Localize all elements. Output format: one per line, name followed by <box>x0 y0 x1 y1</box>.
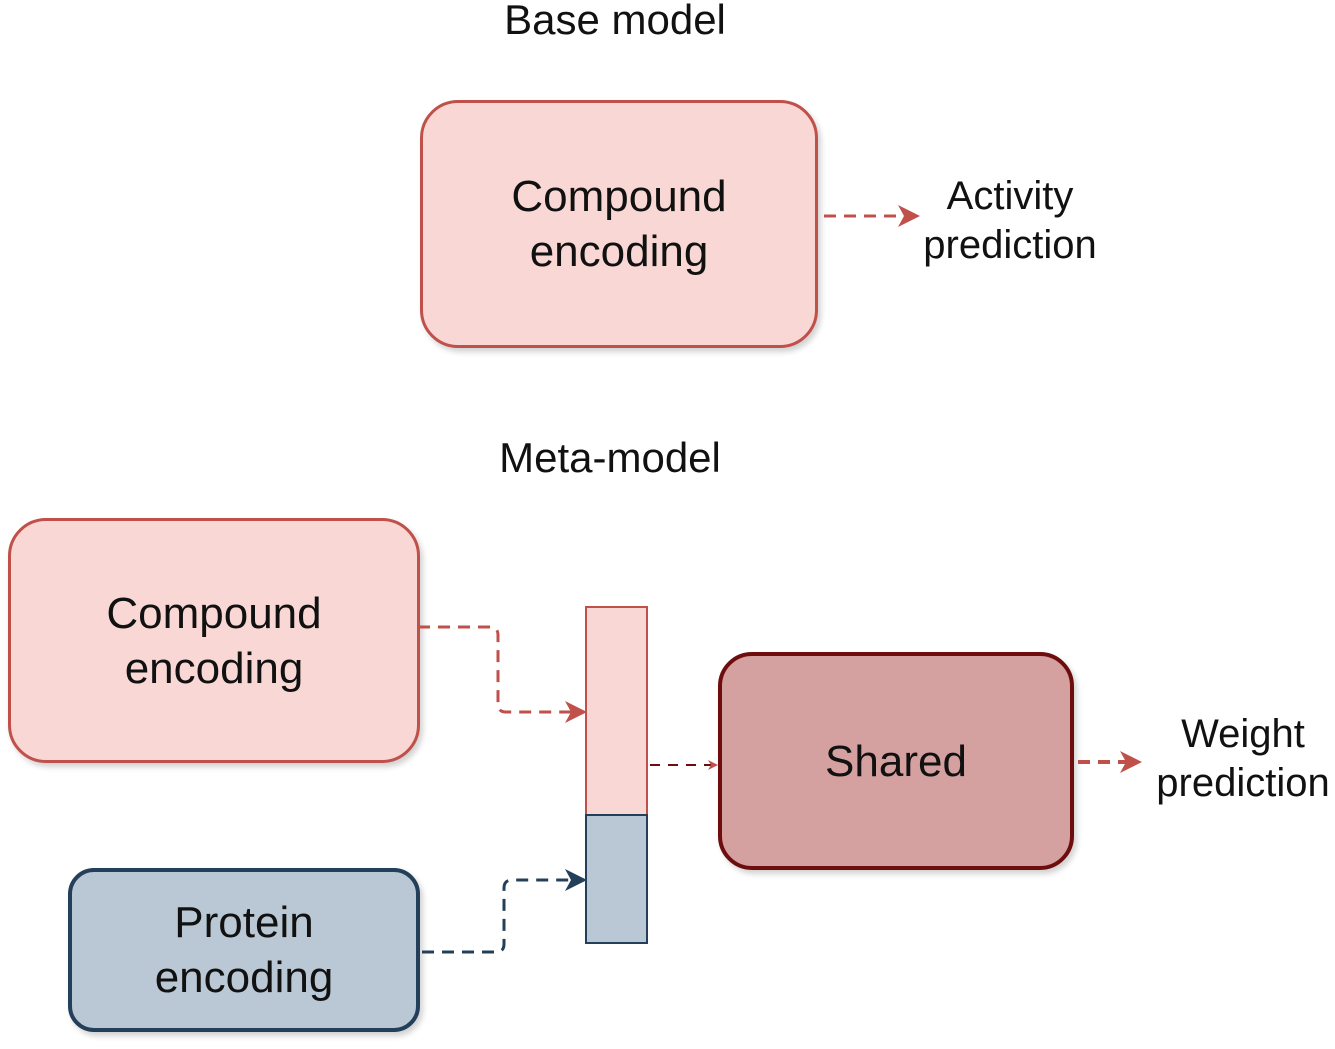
meta-compound-encoding-box: Compound encoding <box>8 518 420 763</box>
protein-label-line2: encoding <box>154 953 334 1002</box>
protein-label-line1: Protein <box>174 898 314 947</box>
activity-prediction-line2: prediction <box>923 222 1097 267</box>
base-model-title: Base model <box>504 0 726 43</box>
base-compound-label-line1: Compound <box>511 172 727 221</box>
meta-model-title: Meta-model <box>499 434 721 481</box>
activity-prediction-label: Activity prediction <box>910 172 1110 270</box>
weight-prediction-line2: prediction <box>1156 760 1330 805</box>
meta-compound-label-line2: encoding <box>124 643 304 693</box>
weight-prediction-line1: Weight <box>1181 712 1305 756</box>
activity-prediction-line1: Activity <box>946 174 1074 218</box>
arrow-compound-to-vector <box>418 625 587 723</box>
meta-compound-label-line1: Compound <box>106 588 322 638</box>
shared-box: Shared <box>718 652 1074 870</box>
base-compound-label-line2: encoding <box>529 227 709 276</box>
weight-prediction-label: Weight prediction <box>1148 710 1335 808</box>
protein-encoding-box: Protein encoding <box>68 868 420 1032</box>
base-compound-encoding-box: Compound encoding <box>420 100 818 348</box>
concat-vector-protein-part <box>585 814 648 944</box>
shared-label: Shared <box>825 736 967 786</box>
arrow-protein-to-vector <box>422 869 587 954</box>
